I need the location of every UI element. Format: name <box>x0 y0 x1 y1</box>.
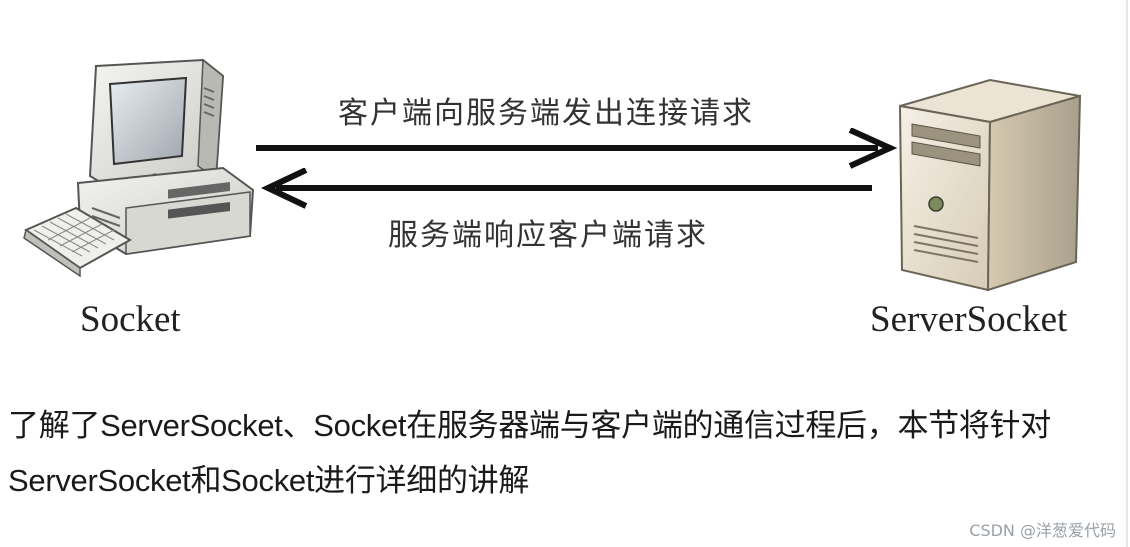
server-tower-icon <box>890 76 1090 296</box>
paragraph-line-1: 了解了ServerSocket、Socket在服务器端与客户端的通信过程后，本节… <box>8 400 1051 445</box>
client-label: Socket <box>80 298 181 341</box>
desktop-computer-icon <box>18 58 258 283</box>
server-label: ServerSocket <box>870 298 1067 341</box>
response-label: 服务端响应客户端请求 <box>388 210 708 254</box>
csdn-watermark: CSDN @洋葱爱代码 <box>969 517 1116 541</box>
request-label: 客户端向服务端发出连接请求 <box>338 88 754 132</box>
socket-communication-diagram: 客户端向服务端发出连接请求 服务端响应客户端请求 Socket ServerSo… <box>0 0 1130 360</box>
paragraph-line-2: ServerSocket和Socket进行详细的讲解 <box>8 455 529 500</box>
